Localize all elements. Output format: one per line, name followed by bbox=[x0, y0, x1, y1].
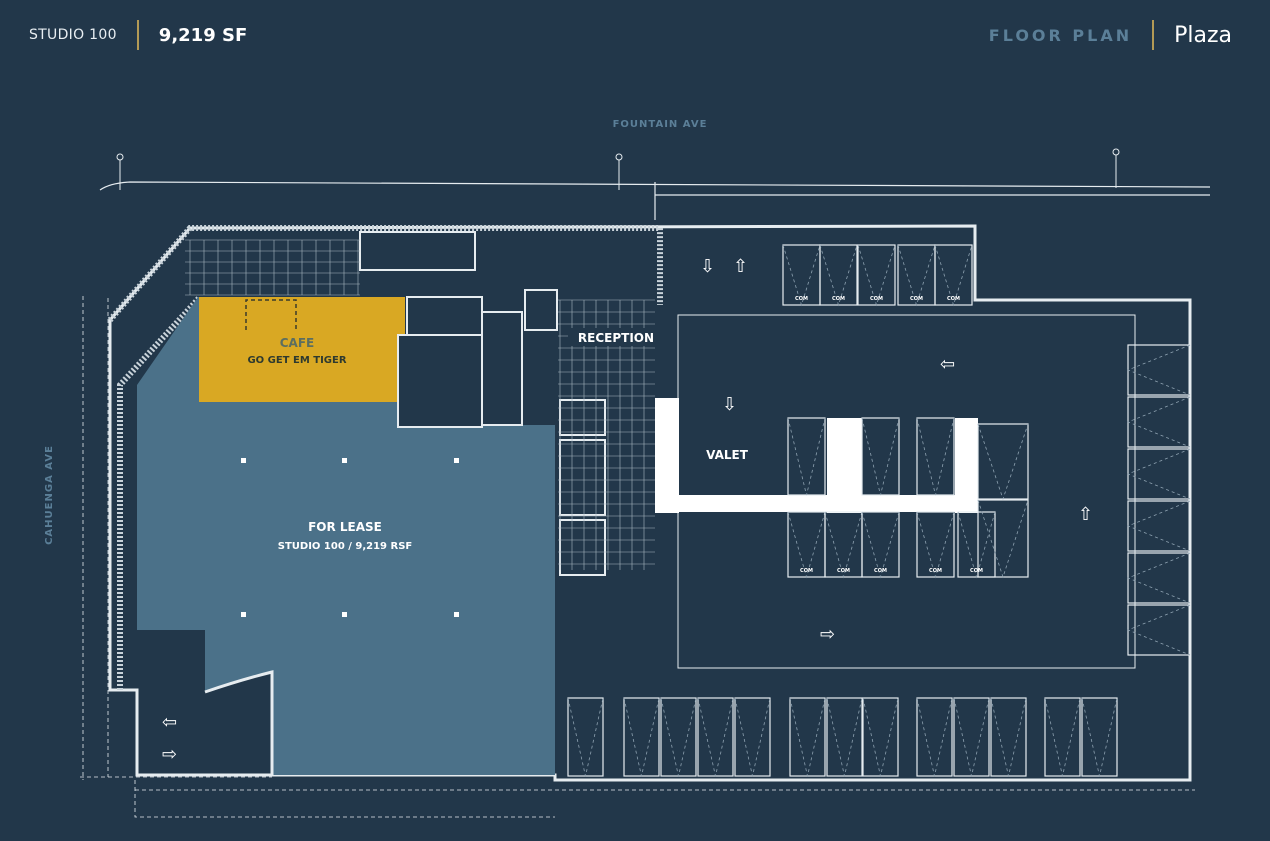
parking-stall: COM bbox=[957, 511, 996, 579]
parking-stall bbox=[977, 499, 1029, 579]
reception-label: RECEPTION bbox=[578, 331, 654, 345]
parking-stall: COM bbox=[934, 244, 973, 307]
arrow-right-icon: ⇨ bbox=[162, 744, 177, 765]
stall-label: COM bbox=[970, 568, 983, 574]
columns bbox=[241, 458, 459, 617]
parking-stall bbox=[789, 697, 826, 777]
cafe-dashed-outline bbox=[245, 299, 297, 330]
stall-label: COM bbox=[929, 568, 942, 574]
parking-stall bbox=[1126, 552, 1191, 604]
valet-column bbox=[655, 398, 679, 513]
valet-column bbox=[827, 418, 862, 513]
parking-stall bbox=[1081, 697, 1118, 777]
stall-label: COM bbox=[910, 296, 923, 302]
parking-stall: COM bbox=[819, 244, 858, 307]
bottom-left-wall bbox=[204, 670, 274, 775]
site-lines bbox=[80, 181, 1211, 818]
parking-stall bbox=[787, 417, 826, 496]
parking-stall bbox=[623, 697, 660, 777]
core-rooms bbox=[359, 231, 606, 576]
parking-stall bbox=[826, 697, 863, 777]
stall-label: COM bbox=[874, 568, 887, 574]
parking-stall bbox=[977, 423, 1029, 501]
header-divider bbox=[1152, 20, 1155, 50]
cafe-tenant: GO GET EM TIGER bbox=[247, 355, 346, 366]
arrow-right-icon: ⇨ bbox=[820, 624, 835, 645]
stall-label: COM bbox=[870, 296, 883, 302]
arrow-down-icon: ⇩ bbox=[700, 256, 715, 277]
lease-space[interactable] bbox=[137, 297, 555, 775]
parking-stall bbox=[734, 697, 771, 777]
cafe-title: CAFE bbox=[280, 336, 315, 350]
valet-column bbox=[955, 418, 978, 513]
parking-stall bbox=[1044, 697, 1081, 777]
traffic-arrows: ⇩ ⇧ ⇩ ⇦ ⇧ ⇨ ⇦ ⇨ bbox=[162, 256, 1093, 765]
section-title: FLOOR PLAN bbox=[988, 25, 1133, 45]
lease-title: FOR LEASE bbox=[308, 520, 382, 534]
parking-stall bbox=[1126, 344, 1191, 396]
street-west-label: CAHUENGA AVE bbox=[44, 445, 55, 545]
header-right: FLOOR PLAN Plaza bbox=[989, 20, 1232, 50]
header-left: STUDIO 100 9,219 SF bbox=[29, 20, 247, 50]
parking-stall bbox=[1126, 396, 1191, 448]
parking-stall bbox=[1126, 448, 1191, 500]
street-north-label: FOUNTAIN AVE bbox=[613, 119, 708, 130]
parking-stall bbox=[916, 417, 955, 496]
stall-label: COM bbox=[837, 568, 850, 574]
parking-stall: COM bbox=[857, 244, 896, 307]
stall-label: COM bbox=[832, 296, 845, 302]
arrow-up-icon: ⇧ bbox=[1078, 504, 1093, 525]
parking-stall bbox=[660, 697, 697, 777]
parking-stall bbox=[990, 697, 1027, 777]
valet-label: VALET bbox=[706, 448, 749, 462]
arrow-left-icon: ⇦ bbox=[940, 354, 955, 375]
suite-name: STUDIO 100 bbox=[29, 27, 117, 43]
arrow-up-icon: ⇧ bbox=[733, 256, 748, 277]
building-name: Plaza bbox=[1174, 22, 1232, 48]
parking-stall bbox=[1126, 604, 1191, 656]
parking-stalls: COM COM COM COM COM COM COM COM COM COM bbox=[567, 244, 1191, 777]
parking-stall bbox=[861, 417, 900, 496]
parking-stall bbox=[567, 697, 604, 777]
parking-stall bbox=[697, 697, 734, 777]
stall-label: COM bbox=[795, 296, 808, 302]
parking-stall bbox=[1126, 500, 1191, 552]
stall-label: COM bbox=[947, 296, 960, 302]
suite-area: 9,219 SF bbox=[158, 24, 248, 46]
cafe-space[interactable] bbox=[199, 297, 405, 402]
stall-label: COM bbox=[800, 568, 813, 574]
cafe-patio-grid bbox=[185, 239, 360, 296]
arrow-down-icon: ⇩ bbox=[722, 394, 737, 415]
parking-stall bbox=[862, 697, 899, 777]
curtain-wall bbox=[107, 225, 663, 690]
parking-stall: COM bbox=[916, 511, 955, 579]
parking-stall bbox=[953, 697, 990, 777]
parking-stall: COM bbox=[861, 511, 900, 579]
header-divider bbox=[136, 20, 139, 50]
street-lamps bbox=[116, 148, 1120, 190]
lease-detail: STUDIO 100 / 9,219 RSF bbox=[278, 541, 412, 552]
arrow-left-icon: ⇦ bbox=[162, 712, 177, 733]
parking-stall bbox=[916, 697, 953, 777]
